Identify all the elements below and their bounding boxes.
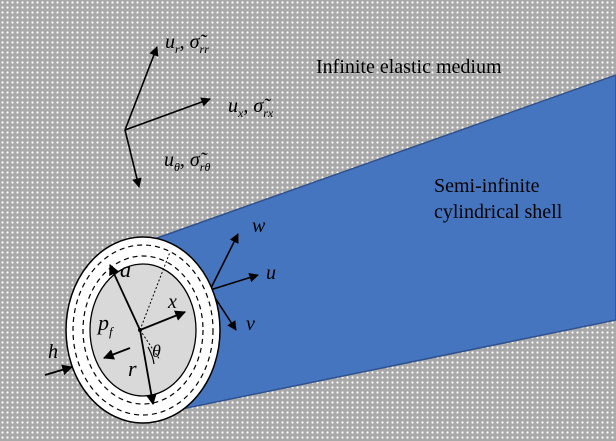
axial-arrow — [139, 310, 187, 331]
theta-arc — [147, 346, 155, 365]
medium-axial-axis — [124, 97, 211, 131]
origin-point — [138, 328, 142, 332]
cross-section — [65, 236, 221, 424]
medium-circ-axis — [124, 129, 142, 188]
label-v: v — [246, 313, 255, 335]
medium-label: Infinite elastic medium — [316, 56, 502, 78]
label-x: x — [167, 291, 177, 313]
label-pf: pf — [96, 310, 115, 339]
label-r: r — [128, 356, 137, 381]
label-a: a — [120, 257, 131, 282]
shell-midsurface-outer — [72, 244, 214, 416]
label-w: w — [252, 215, 266, 237]
cross-section-arrows — [44, 264, 187, 406]
shell-label-line2: cylindrical shell — [434, 201, 563, 223]
radial-arrow — [139, 329, 157, 406]
fluid-core — [89, 263, 197, 397]
label-u: u — [266, 262, 276, 284]
thickness-arrow — [44, 364, 74, 376]
shell-u-axis — [209, 272, 259, 291]
label-theta: θ — [152, 341, 161, 361]
fluid-pressure-arrow — [102, 347, 131, 360]
radius-arrow — [109, 264, 141, 331]
label-h: h — [48, 341, 58, 363]
medium-radial-axis — [124, 46, 159, 131]
shell-w-axis — [209, 233, 239, 291]
shell-midsurface-inner — [82, 255, 204, 405]
shell-label-line1: Semi-infinite — [434, 175, 540, 197]
radius-guide — [139, 251, 171, 331]
medium-axes — [124, 46, 211, 188]
